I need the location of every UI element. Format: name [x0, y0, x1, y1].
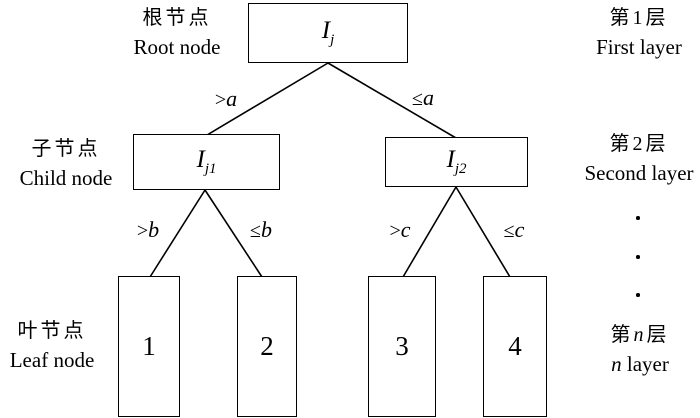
child-node-1-symbol: I [196, 146, 205, 173]
label-leaf-node-en: Leaf node [9, 348, 95, 372]
leaf-node-2-box: 2 [237, 276, 297, 417]
label-first-layer-zh: 第1层 [609, 7, 669, 29]
root-node-box: Ij [248, 3, 408, 63]
edge-variable: b [260, 217, 272, 242]
label-n-layer: 第n层 n layer [611, 321, 670, 379]
leaf-node-1-label: 1 [142, 331, 156, 361]
child-node-2-symbol: I [446, 146, 455, 173]
root-node-subscript: j [330, 32, 335, 48]
edge-variable: a [226, 86, 238, 111]
edge-variable: c [514, 217, 525, 242]
label-second-layer: 第2层 Second layer [584, 130, 693, 188]
child-node-2-subscript: j2 [454, 161, 467, 177]
leaf-node-4-box: 4 [483, 276, 547, 417]
label-n-layer-en-variable: n [611, 352, 622, 376]
label-first-layer-en: First layer [596, 35, 682, 59]
leaf-node-3-label: 3 [395, 331, 409, 361]
leaf-node-4-label: 4 [508, 331, 522, 361]
label-child-node-en: Child node [19, 166, 113, 190]
label-n-layer-zh-variable: n [633, 324, 647, 346]
label-child-node-zh: 子节点 [31, 138, 101, 160]
connector-child2-to-leaf4 [455, 186, 511, 278]
edge-operator: ≤ [250, 220, 261, 242]
leaf-node-3-box: 3 [368, 276, 436, 417]
edge-variable: c [400, 217, 411, 242]
connector-root-to-child2 [327, 62, 457, 139]
leaf-node-2-label: 2 [260, 331, 274, 361]
connector-child1-to-leaf2 [204, 189, 263, 278]
edge-variable: a [422, 85, 434, 110]
label-first-layer: 第1层 First layer [596, 4, 682, 62]
root-node-label: Ij [322, 18, 335, 48]
label-n-layer-en-suffix: layer [621, 352, 669, 376]
label-n-layer-zh: 第n层 [611, 321, 670, 350]
connector-child2-to-leaf3 [402, 186, 457, 278]
edge-label-gt-c: >c [389, 217, 411, 242]
edge-operator: > [136, 220, 149, 242]
label-root-node-zh: 根节点 [142, 7, 212, 29]
label-child-node: 子节点 Child node [20, 135, 113, 193]
edge-label-le-a: ≤a [412, 85, 434, 110]
child-node-1-box: Ij1 [133, 134, 280, 190]
label-root-node-en: Root node [133, 35, 221, 59]
label-second-layer-en: Second layer [584, 161, 694, 185]
root-node-symbol: I [321, 17, 331, 44]
child-node-2-label: Ij2 [447, 147, 467, 177]
label-n-layer-en: n layer [611, 350, 670, 379]
edge-operator: ≤ [503, 220, 515, 242]
label-n-layer-zh-prefix: 第 [610, 324, 634, 346]
connector-child1-to-leaf1 [149, 189, 206, 278]
child-node-2-box: Ij2 [385, 137, 528, 187]
edge-label-le-b: ≤b [250, 217, 272, 242]
connector-root-to-child1 [206, 62, 329, 136]
edge-operator: > [389, 220, 401, 242]
edge-label-le-c: ≤c [503, 217, 525, 242]
label-root-node: 根节点 Root node [134, 4, 221, 62]
label-second-layer-zh: 第2层 [609, 133, 669, 155]
child-node-1-label: Ij1 [197, 147, 217, 177]
edge-operator: ≤ [412, 88, 423, 110]
label-n-layer-zh-suffix: 层 [646, 324, 670, 346]
leaf-node-1-box: 1 [118, 276, 180, 417]
ellipsis-dot [636, 255, 640, 259]
ellipsis-dot [636, 293, 640, 297]
label-leaf-node: 叶节点 Leaf node [10, 317, 95, 375]
edge-label-gt-b: >b [136, 217, 160, 242]
edge-label-gt-a: >a [214, 86, 238, 111]
edge-variable: b [148, 217, 160, 242]
child-node-1-subscript: j1 [204, 161, 217, 177]
ellipsis-dot [636, 216, 640, 220]
edge-operator: > [214, 89, 227, 111]
label-leaf-node-zh: 叶节点 [17, 320, 87, 342]
